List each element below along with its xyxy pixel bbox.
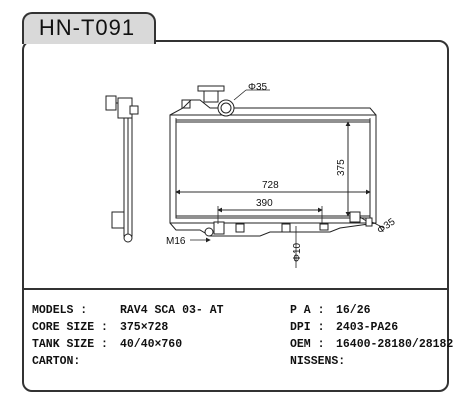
core-size-value: 375×728	[120, 321, 169, 334]
dim-height: 375	[336, 159, 347, 176]
dim-inner: 390	[256, 198, 273, 209]
dpi-label: DPI :	[290, 321, 325, 334]
dim-width: 728	[262, 180, 279, 191]
title-tab	[22, 12, 156, 44]
core-size-label: CORE SIZE :	[32, 321, 108, 334]
dim-inlet: Φ35	[248, 82, 268, 93]
models-label: MODELS :	[32, 304, 88, 317]
pa-label: P A :	[290, 304, 325, 317]
nissens-label: NISSENS:	[290, 355, 346, 368]
spec-divider	[22, 288, 449, 290]
dim-pipe: Φ10	[292, 242, 303, 262]
dpi-value: 2403-PA26	[336, 321, 399, 334]
models-value: RAV4 SCA 03- AT	[120, 304, 224, 317]
side-view	[105, 95, 139, 243]
tank-size-label: TANK SIZE :	[32, 338, 108, 351]
radiator-front-view	[169, 85, 377, 237]
dim-outlet: Φ35	[375, 216, 397, 236]
tank-size-value: 40/40×760	[120, 338, 183, 351]
part-number: HN-T091	[38, 15, 136, 40]
dim-drain: M16	[166, 236, 186, 247]
oem-label: OEM :	[290, 338, 325, 351]
oem-value: 16400-28180/28182	[336, 338, 454, 351]
pa-value: 16/26	[336, 304, 371, 317]
carton-label: CARTON:	[32, 355, 81, 368]
drawing-frame	[22, 40, 449, 392]
dimension-lines	[175, 89, 385, 268]
